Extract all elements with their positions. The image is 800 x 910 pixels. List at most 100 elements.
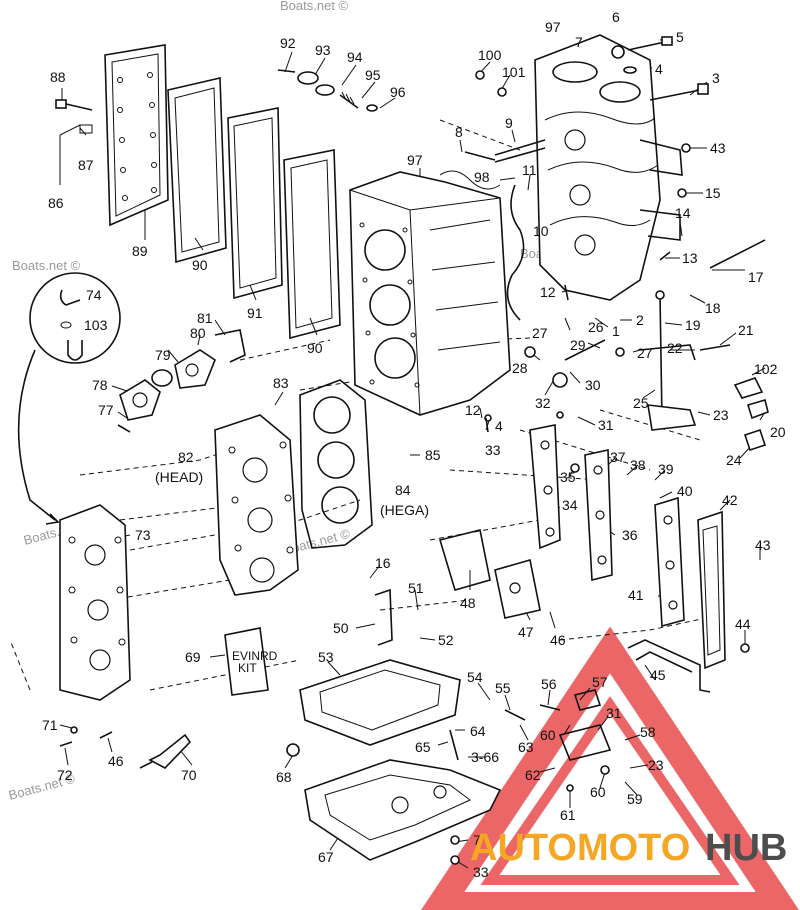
callout-16: 16: [375, 555, 391, 571]
logo-triangle: [421, 626, 799, 910]
cylinder-block-97: [349, 170, 511, 416]
callout-59: 59: [627, 791, 643, 807]
plate-34: [529, 424, 561, 550]
callout-23b: 23: [648, 757, 664, 773]
spark-plug-70: [139, 733, 192, 769]
callout-31a: 31: [598, 417, 614, 433]
callout-41: 41: [628, 587, 644, 603]
callout-101: 101: [502, 64, 526, 80]
callout-8: 8: [455, 124, 463, 140]
callout-21: 21: [738, 322, 754, 338]
callout-67: 67: [318, 849, 334, 865]
callout-92: 92: [280, 35, 296, 51]
link-102: [733, 377, 769, 452]
callout-39: 39: [658, 461, 674, 477]
callout-30: 30: [585, 377, 601, 393]
callout-90a: 90: [192, 257, 208, 273]
callout-43b: 43: [755, 537, 771, 553]
kit-box-line2: KIT: [238, 661, 257, 675]
callout-51: 51: [408, 580, 424, 596]
bracket-50: [374, 588, 393, 646]
callout-22: 22: [667, 340, 683, 356]
callout-48: 48: [460, 595, 476, 611]
callout-40: 40: [677, 483, 693, 499]
callout-26: 26: [588, 319, 604, 335]
callout-85: 85: [425, 447, 441, 463]
callout-13: 13: [682, 250, 698, 266]
callout-74: 74: [86, 287, 102, 303]
callout-29: 29: [570, 337, 586, 353]
callout-44: 44: [735, 616, 751, 632]
callout-15: 15: [705, 185, 721, 201]
logo-text-automoto: AUTOMOTO: [470, 827, 690, 869]
callout-64: 64: [470, 723, 486, 739]
callout-83: 83: [273, 375, 289, 391]
callout-58: 58: [640, 724, 656, 740]
callout-9: 9: [505, 115, 513, 131]
callout-97a: 97: [545, 19, 561, 35]
callout-11: 11: [522, 162, 537, 178]
callout-52: 52: [438, 632, 454, 648]
gasket-90a: [167, 77, 227, 264]
callout-57: 57: [592, 674, 608, 690]
callout-93: 93: [315, 42, 331, 58]
callout-42: 42: [722, 492, 738, 508]
bracket-47: [494, 558, 541, 619]
callout-10: 10: [533, 223, 549, 239]
callout-46b: 46: [108, 753, 124, 769]
callout-73: 73: [135, 527, 151, 543]
callout-3: 3: [712, 70, 720, 86]
callout-98: 98: [474, 169, 490, 185]
callout-2: 2: [636, 312, 644, 328]
automotohub-logo: [421, 626, 799, 910]
callout-18: 18: [705, 300, 721, 316]
callout-89: 89: [132, 243, 148, 259]
callout-97b: 97: [407, 152, 423, 168]
linkage-19-22: [639, 290, 697, 431]
tube-45: [627, 639, 711, 693]
small-parts-center: [484, 339, 731, 473]
callout-95: 95: [365, 67, 381, 83]
callout-50: 50: [333, 620, 349, 636]
plate-41: [654, 496, 685, 628]
callout-91: 91: [247, 305, 263, 321]
callout-20: 20: [770, 424, 786, 440]
plate-53: [299, 659, 461, 746]
callout-25: 25: [633, 395, 649, 411]
kit-box-line1: EVINRD: [232, 649, 278, 663]
logo-text-hub: HUB: [705, 827, 787, 869]
callout-84: 84: [395, 482, 411, 498]
logo-wordmark: AUTOMOTO HUB: [470, 827, 787, 869]
callout-86: 86: [48, 195, 64, 211]
gasket-90b: [283, 149, 341, 340]
callout-81: 81: [197, 310, 213, 326]
callout-12a: 12: [540, 284, 556, 300]
bracket-48: [438, 529, 491, 591]
exhaust-cover-89: [104, 44, 169, 227]
callout-17: 17: [748, 269, 764, 285]
callout-87: 87: [78, 157, 94, 173]
washer-87: [79, 124, 93, 134]
callout-90b: 90: [307, 340, 323, 356]
watermark-top: Boats.net ©: [280, 0, 349, 13]
callout-37: 37: [610, 449, 626, 465]
callout-19: 19: [685, 317, 701, 333]
callout-94: 94: [347, 49, 363, 65]
callout-65: 65: [415, 739, 431, 755]
callout-7a: 7: [575, 34, 583, 50]
small-screws-71-72-46: [59, 726, 113, 747]
callout-4b: 4: [495, 418, 503, 434]
bolts-top-right: [464, 36, 766, 301]
callout-46a: 46: [550, 632, 566, 648]
callout-35: 35: [560, 469, 576, 485]
kit-box-69: EVINRD KIT: [224, 627, 278, 696]
screw-88: [55, 99, 93, 111]
callout-63: 63: [518, 739, 534, 755]
callout-53: 53: [318, 649, 334, 665]
callout-45: 45: [650, 667, 666, 683]
callout-88: 88: [50, 69, 66, 85]
callout-head: (HEAD): [155, 469, 203, 485]
callout-62: 62: [525, 767, 541, 783]
callout-60b: 60: [590, 784, 606, 800]
cylinder-head-82: [214, 414, 299, 596]
